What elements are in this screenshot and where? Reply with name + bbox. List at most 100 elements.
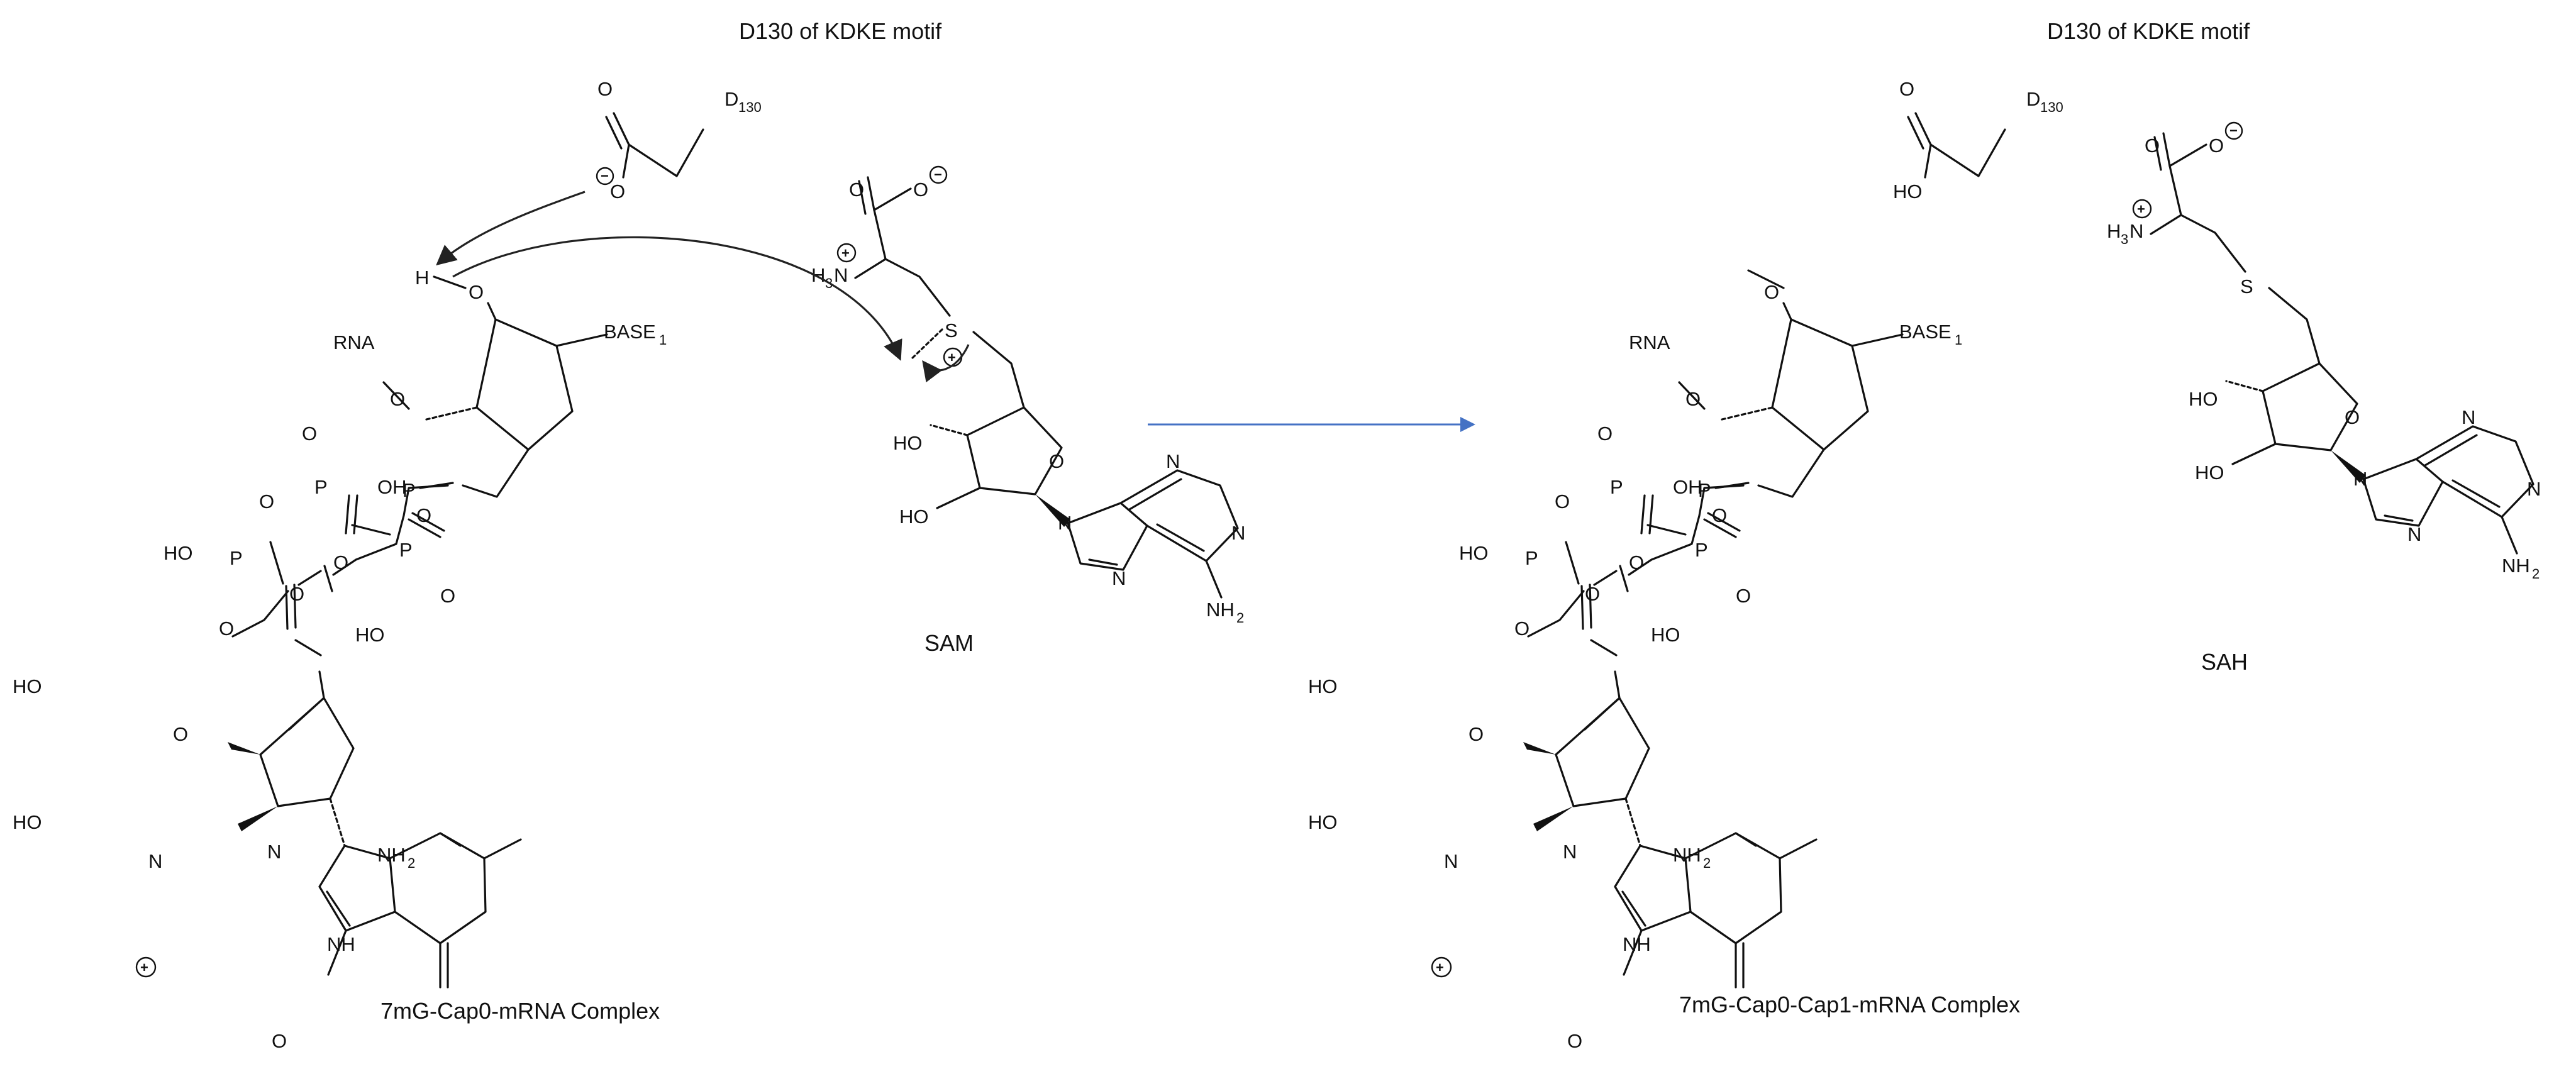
negative-charge-icon: −: [601, 168, 609, 184]
cap1-n3-nitrogen: N: [1563, 841, 1577, 863]
phosphorus-gamma: P: [399, 539, 413, 561]
ribose-3-hydroxyl: HO: [13, 675, 42, 697]
phosphorus-terminal: P: [230, 547, 243, 569]
sah-positive-charge-icon: +: [2137, 201, 2145, 217]
terminal-oxygen: O: [289, 583, 304, 605]
cap1-base-subscript: 1: [1955, 332, 1962, 348]
alpha-phosphate-bridge-oxygen: O: [416, 504, 431, 526]
residue-d-label: D: [724, 88, 738, 110]
cap1-methoxy-oxygen: O: [1764, 281, 1779, 303]
sah-n1: N: [2462, 406, 2475, 428]
sah-n9: N: [2353, 468, 2367, 490]
cap1-complex-label: 7mG-Cap0-Cap1-mRNA Complex: [1679, 992, 2020, 1017]
sah-nh2: NH: [2502, 555, 2530, 577]
sam-molecule: O O − H 3 N + S + HO HO O N N N N NH 2: [811, 165, 1245, 626]
terminal-bridge-oxygen: O: [219, 618, 234, 640]
cap1-base-label: BASE: [1899, 321, 1951, 343]
sah-carboxylate-oxygen: O: [2209, 135, 2224, 157]
sah-ring-oxygen: O: [2345, 406, 2360, 428]
cap1-beta-bridge-oxygen: O: [1555, 490, 1570, 512]
carbonyl-oxygen: O: [597, 78, 613, 100]
sam-nh2: NH: [1206, 599, 1235, 621]
cap1-gamma-hydroxyl: HO: [1651, 624, 1680, 646]
sam-carboxylate-oxygen: O: [913, 179, 928, 201]
sn2-arrow: [922, 344, 970, 383]
ribose-2-oxygen: O: [390, 388, 405, 410]
cap1-ribose-2-oxygen: O: [1685, 388, 1701, 410]
beta-bridge-oxygen-2: O: [333, 551, 348, 573]
cap1-mrna-complex: [1522, 269, 1904, 989]
aspartate-d130-product: O HO D 130: [1893, 78, 2063, 202]
rna-label: RNA: [333, 331, 375, 353]
sah-h3n-sub: 3: [2121, 231, 2128, 247]
alpha-hydroxyl: HO: [164, 542, 193, 564]
sam-nh2-subscript: 2: [1236, 610, 1244, 626]
n3-nitrogen: N: [267, 841, 281, 863]
guanine-nh2: NH: [377, 844, 406, 866]
cap0-atom-labels: H O RNA O BASE 1 O P O P OH O O P O HO H…: [13, 267, 667, 1052]
sam-positive-charge-icon: +: [841, 245, 850, 261]
cap1-ribose-ring-oxygen: O: [1468, 723, 1484, 745]
cap1-terminal-oxygen: O: [1585, 583, 1600, 605]
product-carboxylic-hydroxyl: HO: [1893, 180, 1923, 202]
residue-d-subscript: 130: [738, 99, 762, 115]
sah-nh2-subscript: 2: [2532, 566, 2540, 582]
sah-n3: N: [2527, 478, 2541, 500]
cap1-beta-bridge-oxygen-2: O: [1629, 551, 1644, 573]
cap1-n9-nitrogen: N: [1444, 850, 1458, 872]
n1-nh: NH: [327, 933, 355, 955]
product-residue-d-label: D: [2026, 88, 2040, 110]
n9-nitrogen: N: [148, 850, 162, 872]
gamma-hydroxyl: HO: [355, 624, 385, 646]
phosphorus-alpha: P: [402, 479, 416, 501]
cap1-phosphorus-gamma: P: [1695, 539, 1708, 561]
base-subscript: 1: [659, 332, 667, 348]
cap1-phosphoryl-oxygen: O: [1597, 423, 1613, 445]
cap1-terminal-bridge-oxygen: O: [1514, 618, 1530, 640]
methyl-transfer-arrow: [452, 236, 902, 361]
cap1-atom-labels: O RNA O BASE 1 O P O P OH O O P O HO HO …: [1308, 281, 1962, 1052]
transferable-hydrogen: H: [415, 267, 429, 289]
phosphoryl-oxygen: O: [302, 423, 317, 445]
sam-ring-oxygen: O: [1049, 450, 1064, 472]
product-residue-d-subscript: 130: [2040, 99, 2063, 115]
aspartate-label-reactant: D130 of KDKE motif: [739, 18, 942, 44]
cap1-alpha-hydroxyl: HO: [1459, 542, 1489, 564]
deprotonation-arrow: [436, 191, 586, 266]
guanine-nh2-subscript: 2: [408, 855, 415, 871]
cap1-gamma-oxygen: O: [1736, 585, 1751, 607]
cap0-mrna-complex: [226, 302, 608, 989]
sam-carbonyl-oxygen: O: [849, 179, 864, 201]
cap1-rna-label: RNA: [1629, 331, 1670, 353]
hydroxyl-oh: OH: [377, 476, 407, 498]
cap1-phosphorus-beta: P: [1610, 476, 1623, 498]
sah-h3n-h: H: [2107, 220, 2121, 242]
sam-n1: N: [1166, 450, 1180, 472]
cap1-positive-charge-icon: +: [1436, 960, 1444, 975]
sah-thioether: S: [2240, 275, 2253, 297]
cap0-complex-label: 7mG-Cap0-mRNA Complex: [380, 998, 660, 1024]
sah-h3n-n: N: [2129, 220, 2143, 242]
cap1-hydroxyl-oh: OH: [1673, 476, 1702, 498]
sam-n9: N: [1058, 512, 1072, 534]
cap1-n1-nh: NH: [1623, 933, 1651, 955]
sam-n7: N: [1112, 567, 1126, 589]
sah-3-hydroxyl: HO: [2189, 388, 2218, 410]
cap1-guanine-nh2: NH: [1673, 844, 1701, 866]
sah-molecule: O O − H 3 N + S HO HO O N N N N NH 2: [2107, 121, 2541, 582]
cap1-phosphorus-alpha: P: [1698, 479, 1711, 501]
sulfonium-charge-icon: +: [948, 350, 956, 365]
base-label: BASE: [604, 321, 656, 343]
cap1-ribose-3-hydroxyl: HO: [1308, 675, 1338, 697]
carboxylate-oxygen: O: [610, 180, 625, 202]
cap1-alpha-bridge-oxygen: O: [1712, 504, 1727, 526]
aspartate-label-product: D130 of KDKE motif: [2047, 18, 2250, 44]
aspartate-d130-reactant: O O − D 130: [596, 78, 762, 202]
cap1-phosphorus-terminal: P: [1525, 547, 1538, 569]
ribose-ring-oxygen: O: [173, 723, 188, 745]
sam-h3n-n: N: [834, 264, 848, 286]
sah-negative-charge-icon: −: [2229, 123, 2238, 138]
sam-h3n-h: H: [811, 264, 825, 286]
sah-carbonyl-oxygen: O: [2145, 135, 2160, 157]
